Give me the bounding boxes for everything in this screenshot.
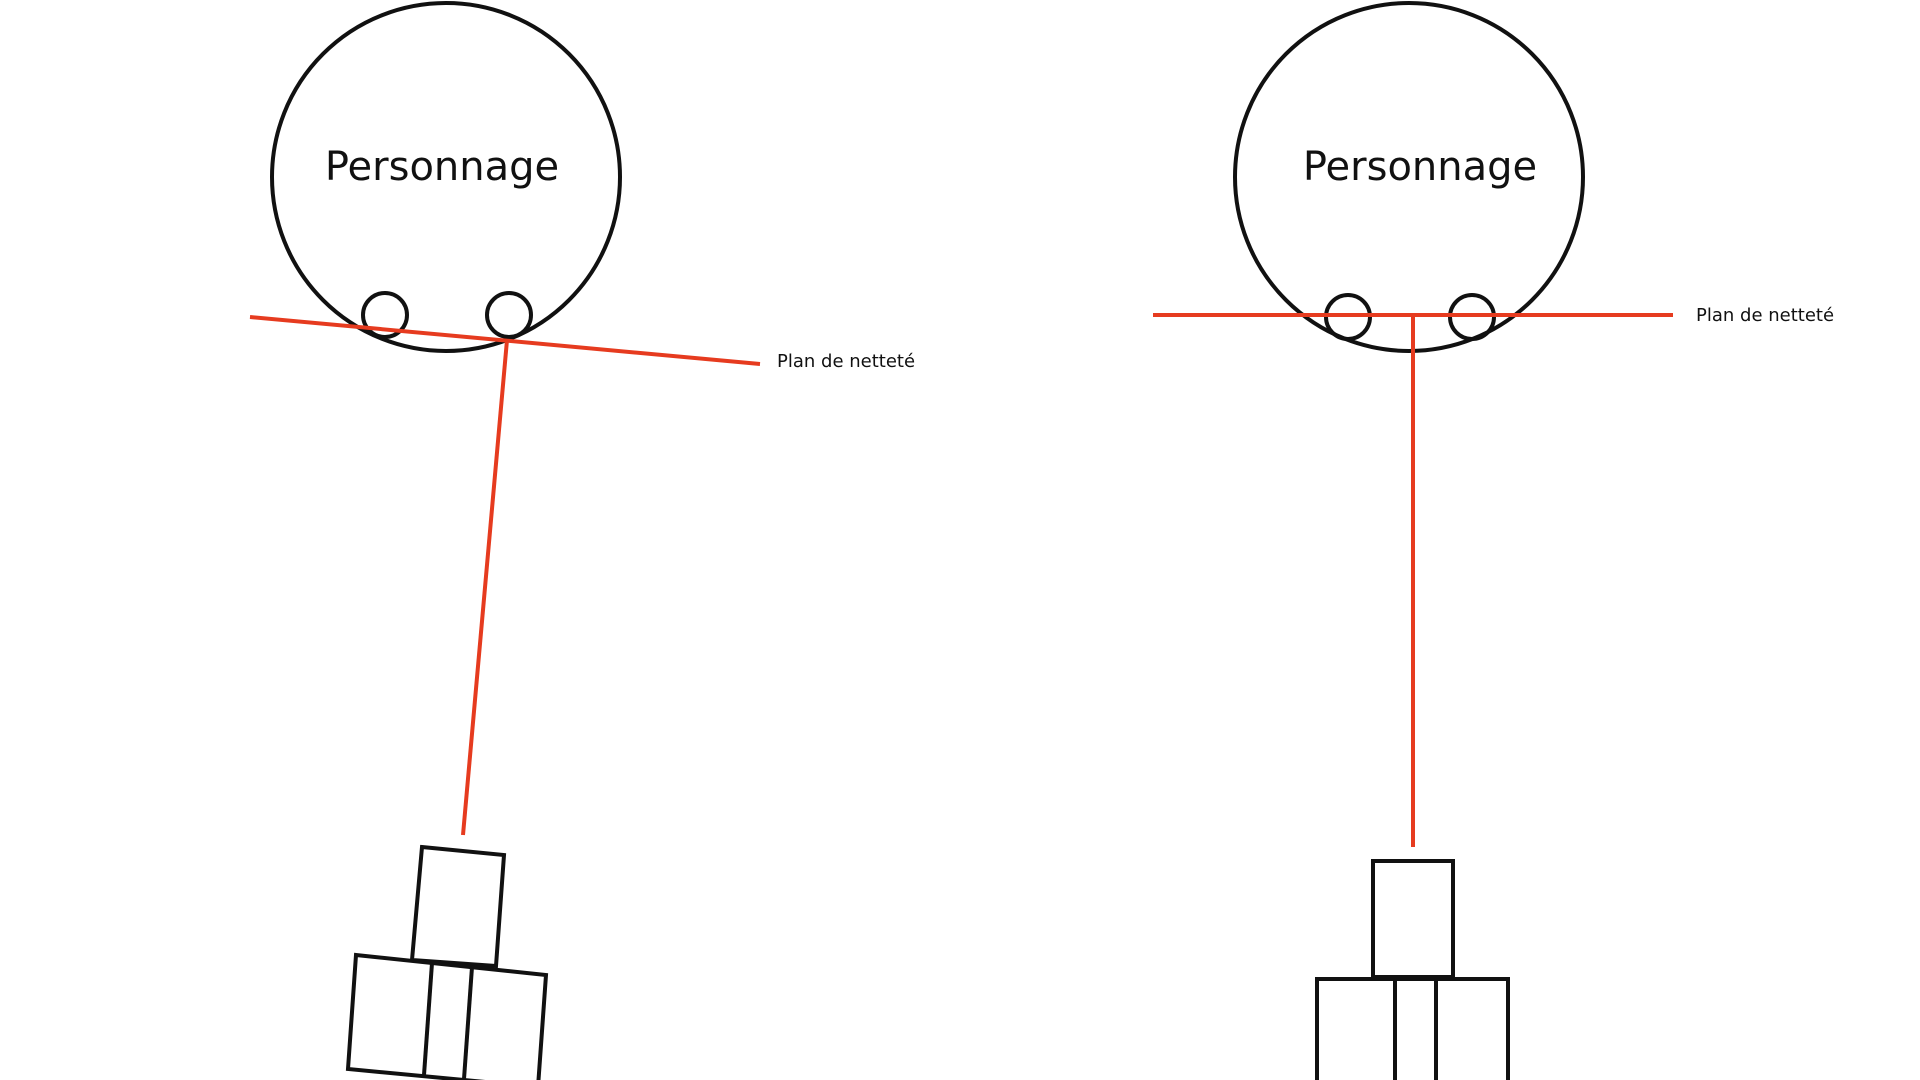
right-scene: Personnage Plan de netteté [1153,1,1834,1080]
left-subject-label: Personnage [325,144,559,190]
left-scene: Personnage Plan de netteté [249,1,915,1080]
right-camera-lens [1371,859,1455,979]
right-camera-icon [1315,859,1510,1080]
right-focus-plane-label: Plan de netteté [1696,305,1834,326]
left-camera-body [345,952,549,1080]
left-subject-eye-right [485,291,533,339]
left-focus-plane-label: Plan de netteté [777,351,915,372]
left-subject-circle [270,1,622,353]
left-camera-divider-1 [422,962,434,1076]
left-camera-lens [409,844,507,969]
left-camera-divider-2 [462,966,474,1080]
right-subject-label: Personnage [1303,144,1537,190]
left-subject-eye-left [361,291,409,339]
left-camera-icon [345,844,549,1080]
left-optical-axis-line [461,339,509,836]
right-camera-body [1315,977,1510,1080]
right-subject-circle [1233,1,1585,353]
